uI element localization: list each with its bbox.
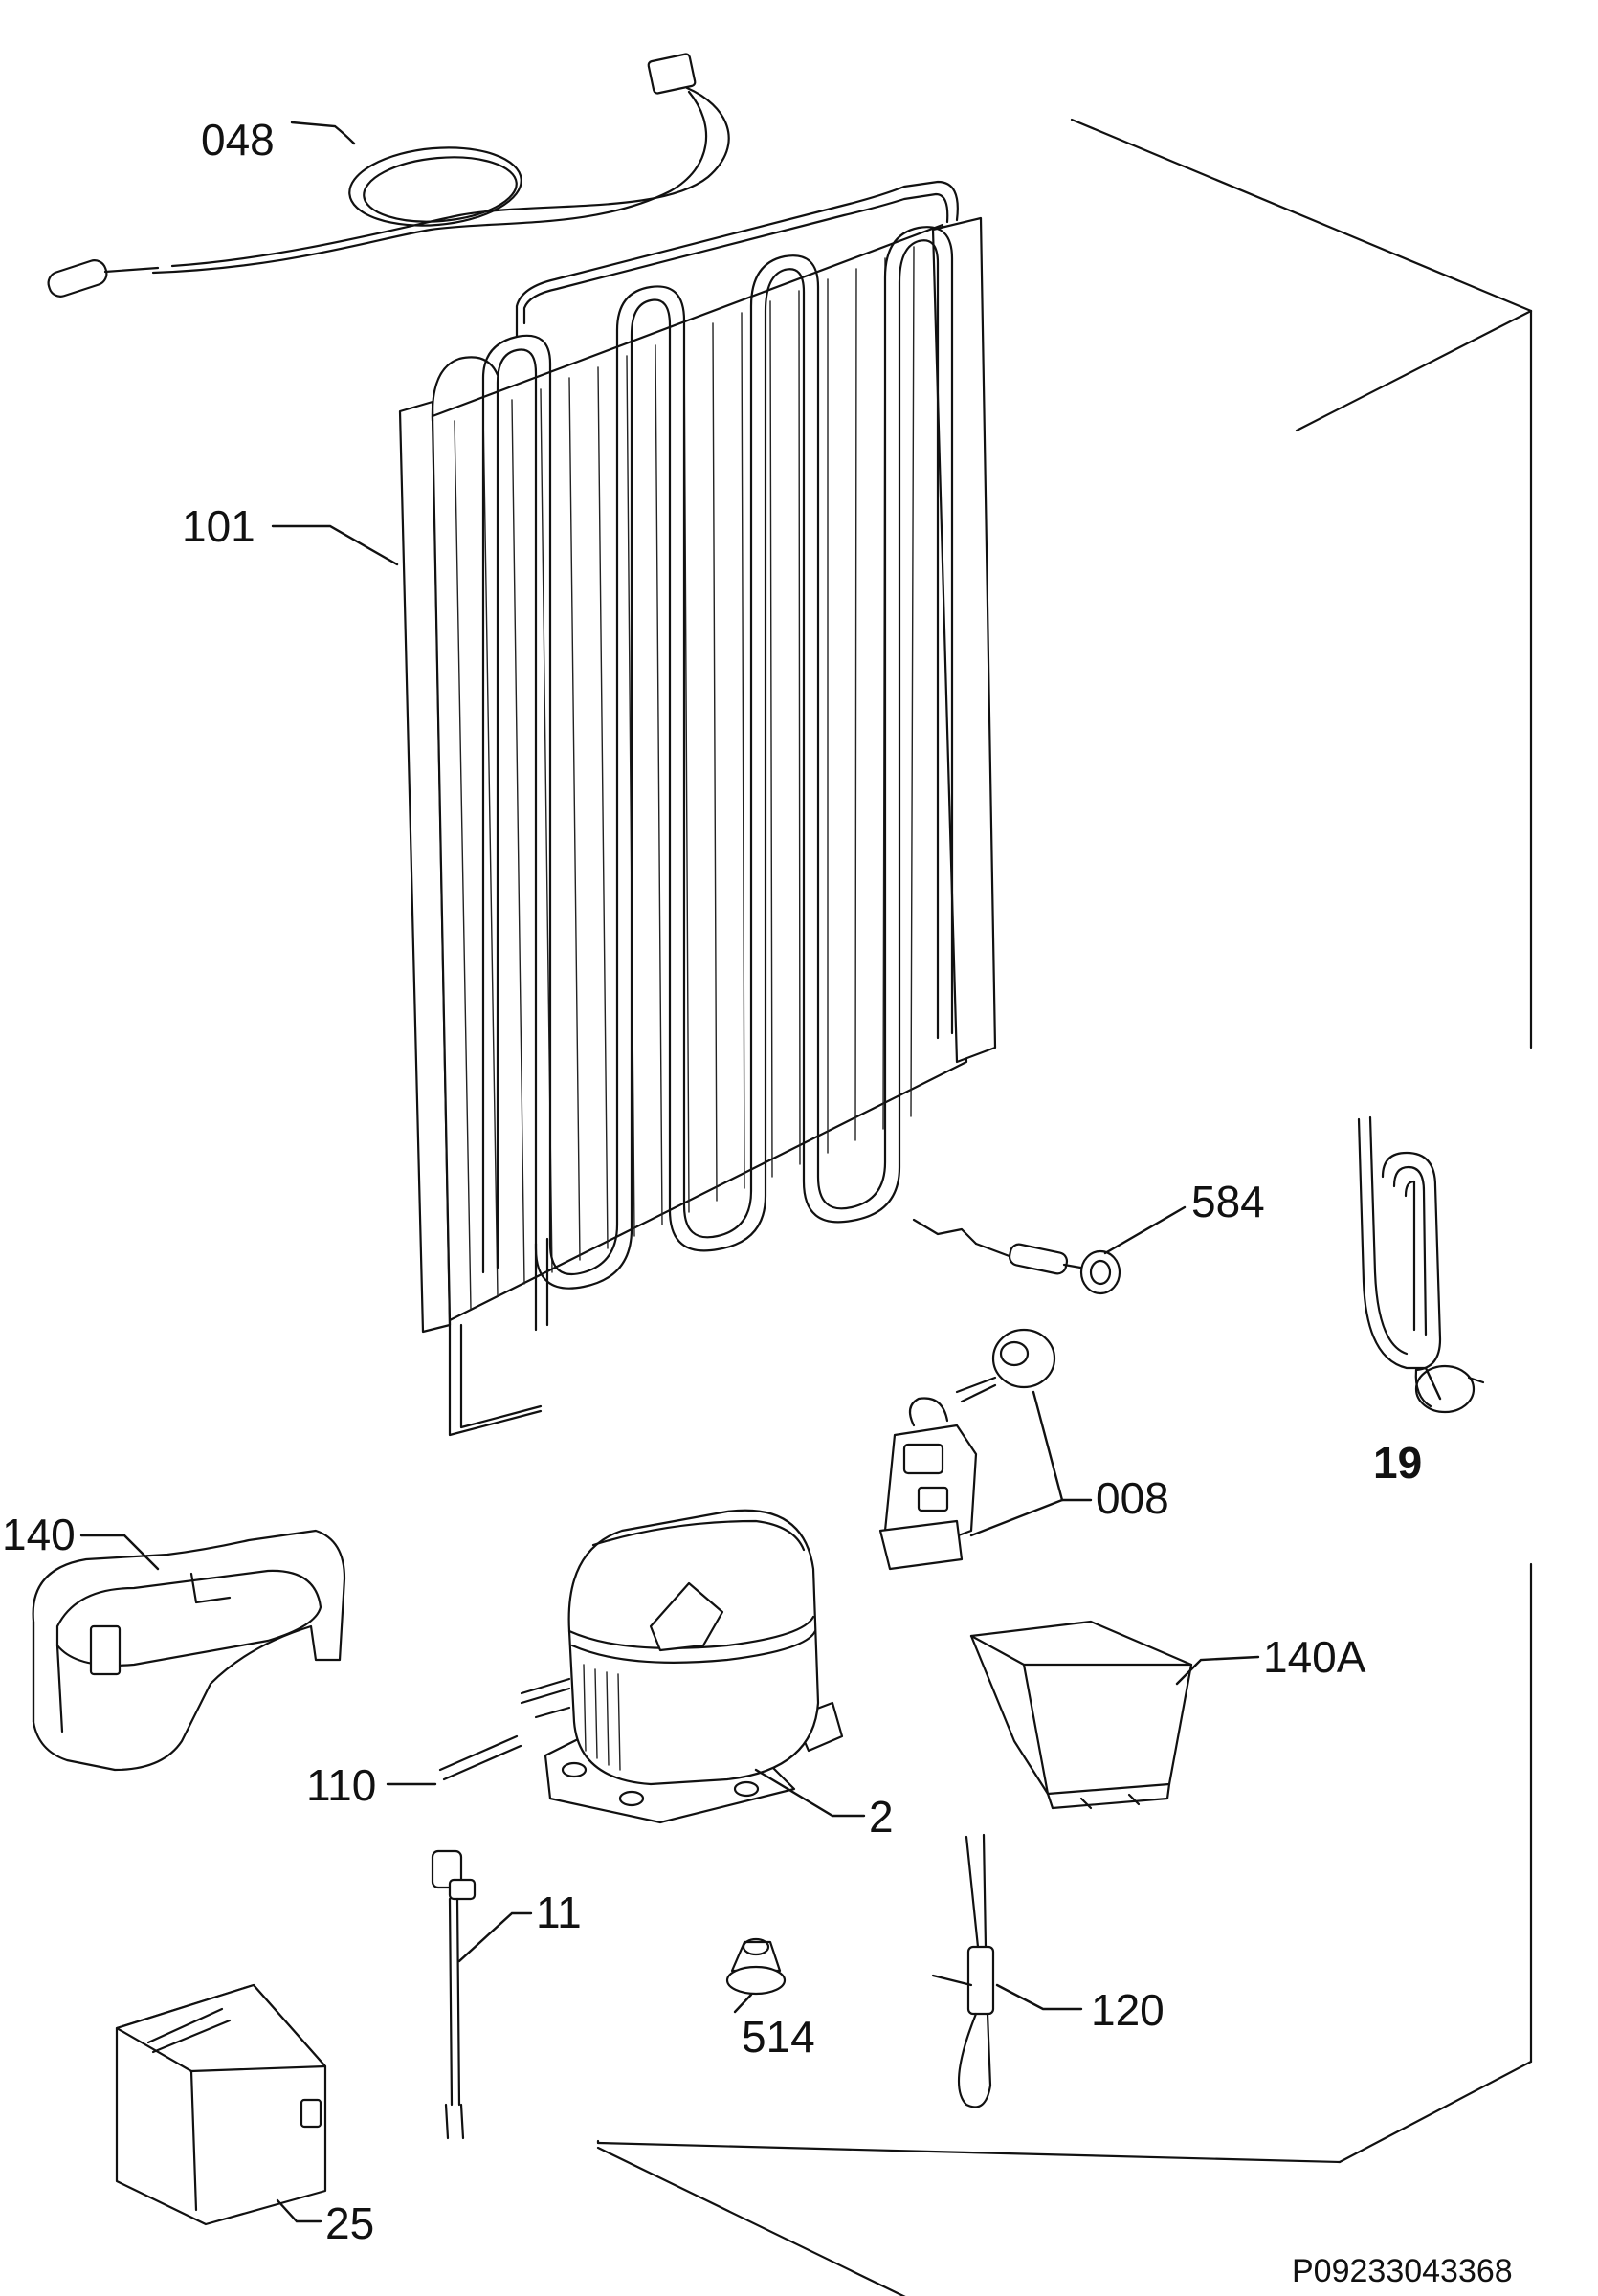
label-120: 120 (1091, 1985, 1165, 2035)
label-584: 584 (1191, 1177, 1265, 1226)
label-101: 101 (182, 501, 255, 551)
cabinet-outline (596, 118, 1533, 2296)
label-008: 008 (1096, 1473, 1169, 1523)
label-19: 19 (1373, 1438, 1422, 1488)
sensor-wire-584 (912, 1218, 1121, 1295)
electronic-box-25 (115, 1983, 327, 2226)
label-514: 514 (742, 2012, 815, 2062)
drip-tray-140A (969, 1620, 1193, 1810)
part-labels: 048 101 584 19 008 140 140A 110 2 11 120… (2, 115, 1513, 2289)
label-140: 140 (2, 1510, 76, 1559)
document-code: P09233043368 (1292, 2253, 1513, 2289)
label-110: 110 (306, 1760, 376, 1810)
compressor-2 (520, 1509, 844, 1824)
leader-lines (79, 121, 1442, 2223)
label-11: 11 (536, 1888, 582, 1937)
relay-008 (878, 1328, 1056, 1571)
grommet-514 (725, 1937, 787, 1996)
label-048: 048 (201, 115, 275, 165)
label-25: 25 (325, 2198, 374, 2248)
condenser-101 (398, 180, 997, 1437)
thermistor-cable-11 (431, 1849, 477, 2140)
tube-stub-110 (438, 1734, 522, 1781)
label-140A: 140A (1263, 1632, 1366, 1682)
heater-wire-19 (1357, 1115, 1485, 1414)
base-tray-140 (32, 1529, 346, 1772)
door-switch-cable-120 (931, 1833, 995, 2108)
sensor-cable-048 (47, 53, 730, 298)
label-2: 2 (869, 1792, 894, 1842)
